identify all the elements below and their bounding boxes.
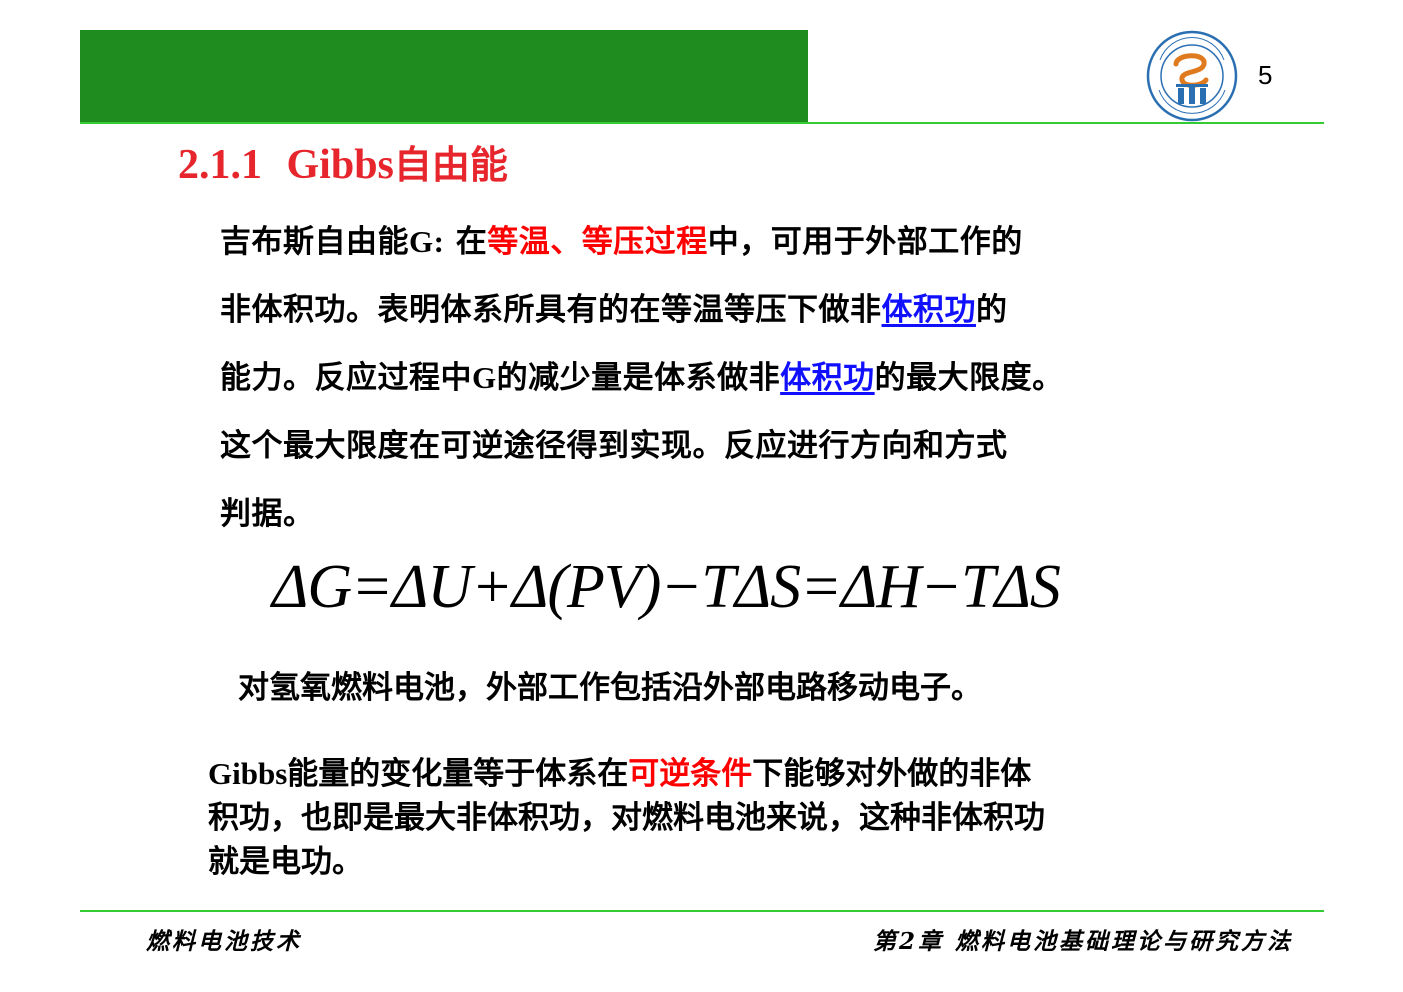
text-segment: G:: [409, 224, 445, 259]
text-segment: 下能够对外做的非体: [752, 756, 1032, 792]
footer-course-title: 燃料电池技术: [146, 928, 302, 955]
section-title-latin: Gibbs: [286, 142, 394, 188]
conclusion-line-3: 就是电功。: [208, 844, 363, 880]
text-segment: 能力。反应过程中: [220, 360, 472, 396]
volume-work-link[interactable]: 体积功: [881, 292, 976, 328]
text-segment: Gibbs: [208, 756, 288, 791]
volume-work-link[interactable]: 体积功: [780, 360, 875, 396]
fuel-cell-note: 对氢氧燃料电池，外部工作包括沿外部电路移动电子。: [238, 670, 982, 706]
conclusion-line-1: Gibbs能量的变化量等于体系在可逆条件下能够对外做的非体: [208, 752, 1268, 796]
footer-chapter-title: 第2章 燃料电池基础理论与研究方法: [872, 928, 1293, 955]
text-segment: 能量的变化量等于体系在: [287, 756, 629, 792]
gibbs-formula: ΔG=ΔU+Δ(PV)−TΔS=ΔH−TΔS: [272, 553, 1061, 621]
text-segment: 吉布斯自由能: [220, 224, 409, 260]
conclusion-paragraph: Gibbs能量的变化量等于体系在可逆条件下能够对外做的非体 积功，也即是最大非体…: [208, 752, 1268, 884]
highlight-text: 可逆条件: [628, 756, 753, 792]
footer-rule: [80, 910, 1324, 912]
paragraph-line-2: 非体积功。表明体系所具有的在等温等压下做非体积功的: [220, 276, 1260, 344]
text-segment: 在: [444, 224, 488, 260]
text-segment: 的最大限度。: [874, 360, 1064, 396]
paragraph-line-3: 能力。反应过程中G的减少量是体系做非体积功的最大限度。: [220, 344, 1260, 412]
paragraph-line-5: 判据。: [220, 496, 315, 532]
section-number: 2.1.1: [178, 142, 262, 188]
header-bar: [80, 30, 808, 122]
text-segment: G: [472, 360, 497, 395]
section-title: 2.1.1 Gibbs自由能: [178, 134, 508, 189]
text-segment: 中，可用于外部工作的: [707, 224, 1023, 260]
text-segment: 非体积功。表明体系所具有的在等温等压下做非: [220, 292, 882, 328]
conclusion-line-2: 积功，也即是最大非体积功，对燃料电池来说，这种非体积功: [208, 800, 1045, 836]
highlight-text: 等温、等压过程: [487, 224, 708, 260]
university-logo: [1146, 30, 1238, 122]
text-segment: 的减少量是体系做非: [496, 360, 781, 396]
section-title-cjk: 自由能: [393, 143, 508, 187]
definition-paragraph: 吉布斯自由能G: 在等温、等压过程中，可用于外部工作的 非体积功。表明体系所具有…: [220, 208, 1260, 548]
page-number: 5: [1258, 60, 1273, 90]
header-rule: [80, 122, 1324, 124]
paragraph-line-4: 这个最大限度在可逆途径得到实现。反应进行方向和方式: [220, 428, 1008, 464]
text-segment: 的: [976, 292, 1008, 328]
paragraph-line-1: 吉布斯自由能G: 在等温、等压过程中，可用于外部工作的: [220, 208, 1260, 276]
